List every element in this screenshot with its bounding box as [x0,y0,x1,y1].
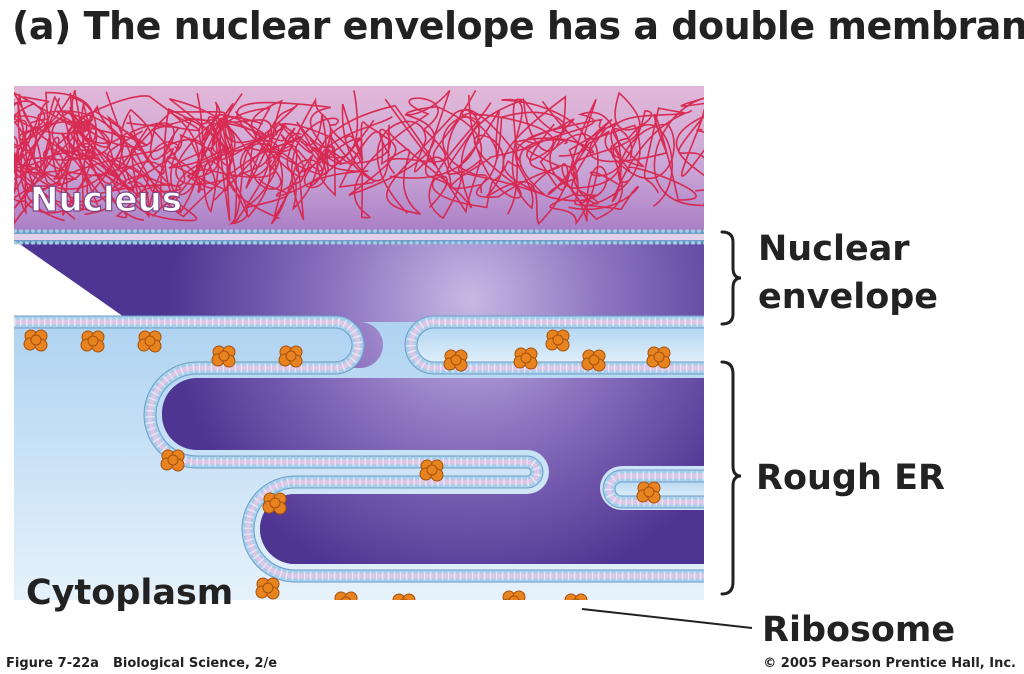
chromatin-strand [300,98,437,187]
ribosome [419,459,444,482]
chromatin-strand [268,97,353,212]
ribosome [564,593,588,600]
phospholipid-heads [14,317,704,581]
figure-caption: Figure 7-22a Biological Science, 2/e [6,656,277,671]
chromatin-strand [501,98,639,211]
nuclear-envelope-label-line2: envelope [758,277,938,317]
chromatin-strand [152,90,359,217]
chromatin-strand [480,95,608,222]
ribosome [513,347,538,370]
chromatin-strand [348,97,447,219]
chromatin-strand [102,99,283,225]
chromatin-strand [270,117,392,225]
nuclear-envelope-bracket [720,230,742,326]
er-membrane [14,315,704,583]
ribosome [211,345,236,368]
ribosome [80,330,105,353]
ribosome [636,481,661,504]
chromatin-strand [539,98,641,226]
rough-er-label: Rough ER [756,458,945,498]
ribosome [160,449,185,472]
chromatin-strand [14,91,125,196]
ribosome [334,591,358,600]
membranes [14,229,704,245]
chromatin-strand [73,110,198,222]
chromatin-strand [14,92,97,199]
ribosome [581,349,606,372]
chromatin-strand [175,115,393,197]
ribosome [137,330,162,353]
ribosome [392,593,416,600]
chromatin-strand [51,104,174,219]
ribosome [545,329,570,352]
figure-number: Figure 7-22a [6,656,99,671]
chromatin-strand [450,118,675,190]
phospholipid-heads [604,471,704,507]
cytoplasm-label: Cytoplasm [26,573,233,613]
chromatin-fibers [14,89,704,226]
book-title: Biological Science, 2/e [112,656,278,671]
figure-title: (a) The nuclear envelope has a double me… [12,4,1024,48]
chromatin-strand [239,120,453,214]
copyright-notice: © 2005 Pearson Prentice Hall, Inc. [763,656,1016,671]
rough-er-bracket [720,360,742,596]
ribosome [262,492,287,515]
chromatin-strand [653,97,704,207]
title-text: The nuclear envelope has a double membra… [83,4,1024,48]
chromatin-strand [14,95,149,210]
panel-letter: (a) [12,4,71,48]
chromatin-strand [338,103,480,215]
cytoplasm-fold-left [14,322,704,600]
ribosome [646,346,671,369]
ribosome [23,329,48,352]
chromatin-strand [405,89,524,215]
nuclear-envelope-label-line1: Nuclear [758,229,910,269]
ribosome [278,345,303,368]
ribosome-leader-line [581,608,753,629]
ribosomes [23,329,671,600]
ribosome [255,577,280,600]
ribosome [443,349,468,372]
chromatin-strand [446,107,686,203]
ribosome [502,590,526,600]
ribosome-label: Ribosome [762,610,955,650]
phospholipid-heads [406,317,704,373]
nucleus-label: Nucleus [30,180,182,220]
chromatin-strand [14,97,61,225]
chromatin-strand [168,98,287,222]
